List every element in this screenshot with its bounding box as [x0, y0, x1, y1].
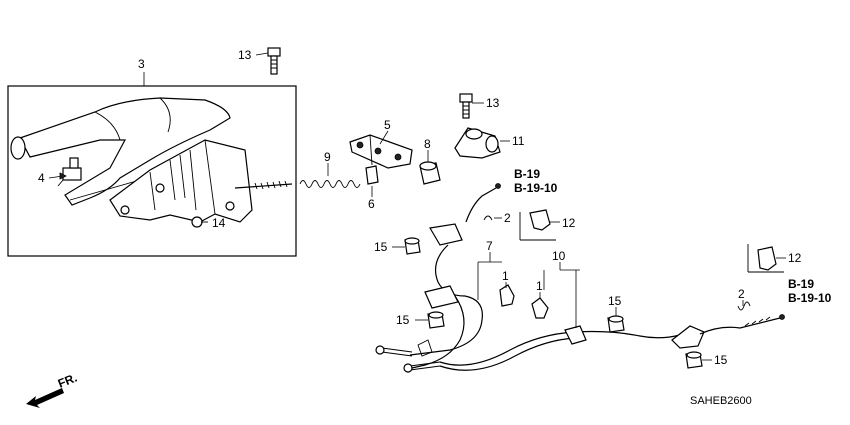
callout-7: 7 [486, 239, 493, 253]
rear-cable-7 [375, 223, 483, 373]
callout-14: 14 [212, 216, 226, 230]
rear-cable-10 [439, 314, 785, 371]
ref-label-upper-2: B-19-10 [514, 181, 558, 195]
brake-switch [57, 157, 82, 187]
callout-3: 3 [138, 57, 145, 71]
callout-15-d: 15 [714, 353, 728, 367]
nut-15-c [607, 315, 625, 333]
callout-9: 9 [324, 150, 331, 164]
callout-11: 11 [512, 134, 525, 148]
callout-12-upper: 12 [562, 216, 576, 230]
lever-bracket [109, 139, 253, 223]
callout-2-upper: 2 [504, 211, 511, 225]
callout-5: 5 [384, 118, 391, 132]
bolt-13-upper [267, 47, 281, 75]
front-direction-label: FR. [56, 371, 79, 391]
callout-15-c: 15 [608, 294, 622, 308]
callout-2-lower: 2 [738, 287, 745, 301]
callout-13-lower: 13 [486, 96, 500, 110]
ref-label-lower-2: B-19-10 [788, 291, 832, 305]
callout-6: 6 [368, 197, 375, 211]
nut-15-b [427, 311, 445, 329]
callout-13-upper: 13 [238, 48, 252, 62]
clip-12-upper [519, 209, 556, 241]
clip-1a [499, 284, 515, 307]
cable-holder-11 [454, 127, 501, 159]
assembly-frame [7, 85, 297, 257]
callout-12-lower: 12 [788, 251, 802, 265]
bolt-14 [191, 216, 208, 228]
parking-brake-lever [10, 97, 231, 206]
lever-assembly-group [7, 72, 297, 257]
callout-4: 4 [38, 171, 45, 185]
clip-2-upper [483, 215, 493, 221]
nut-15-d [685, 351, 703, 369]
callout-1a: 1 [502, 269, 509, 283]
clip-2-lower [737, 301, 751, 311]
callout-15-a: 15 [374, 240, 388, 254]
diagram-code: SAHEB2600 [690, 395, 752, 407]
nut-15-a [404, 237, 421, 255]
spring-9 [299, 180, 361, 188]
callout-10: 10 [552, 249, 566, 263]
callout-8: 8 [424, 137, 431, 151]
clip-12-lower [747, 244, 784, 273]
callout-1b: 1 [536, 279, 543, 293]
clip-1b [531, 297, 549, 319]
callout-15-b: 15 [396, 313, 410, 327]
adjuster-nut-8 [419, 161, 441, 185]
ref-label-upper-1: B-19 [514, 167, 540, 181]
front-direction-arrow-icon [26, 388, 64, 408]
guide-6 [365, 165, 379, 185]
bolt-13-lower [459, 93, 473, 119]
equalizer-5 [349, 134, 413, 169]
ref-label-lower-1: B-19 [788, 277, 814, 291]
